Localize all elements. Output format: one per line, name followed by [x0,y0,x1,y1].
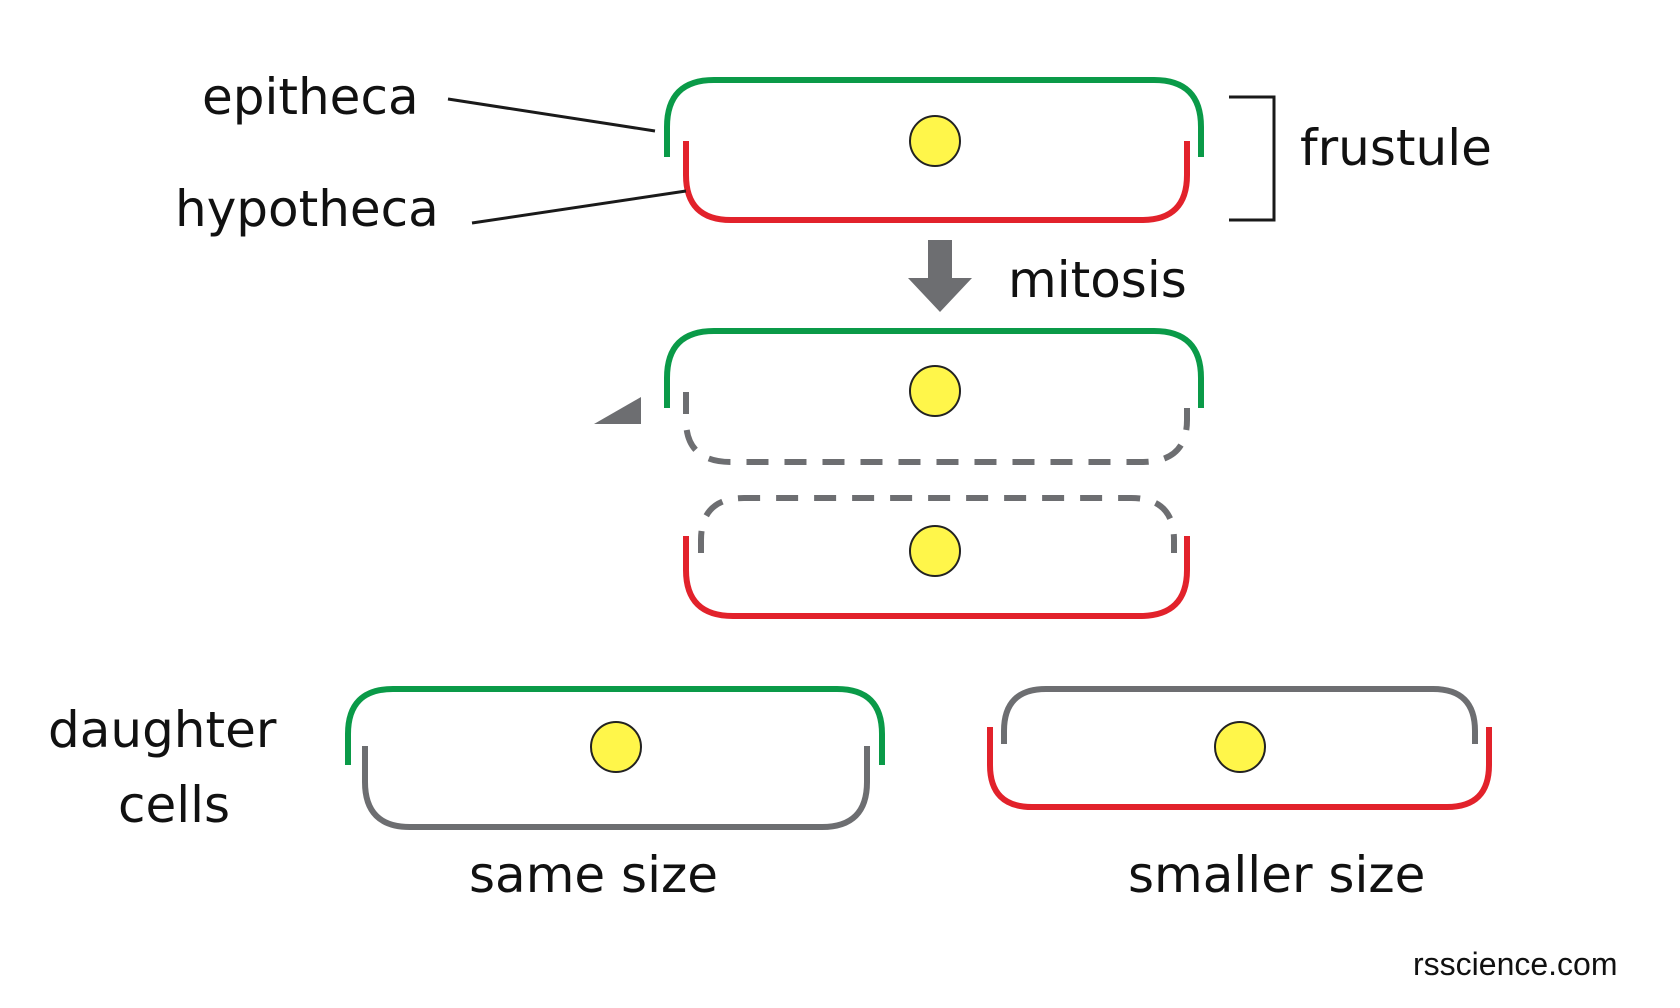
daughter-cell-smaller-size [987,686,1492,810]
dividing-cell-lower [683,495,1190,619]
same-size-nucleus [590,721,642,773]
hypotheca-leader-line [471,189,687,225]
upper-new-hypotheca-dashed [683,392,1190,465]
same-size-epitheca [345,686,885,765]
parent-nucleus [909,115,961,167]
credit-text: rsscience.com [1413,946,1618,982]
parent-epitheca [664,77,1204,157]
smaller-size-label: smaller size [1128,846,1425,904]
smaller-size-new-epitheca [1001,686,1478,744]
upper-nucleus [909,365,961,417]
frustule-bracket [1229,95,1276,222]
mitosis-arrow [908,240,972,312]
same-size-arrow [594,397,641,424]
hypotheca-label: hypotheca [175,180,439,238]
smaller-size-hypotheca [987,727,1492,810]
mitosis-label: mitosis [1008,251,1187,309]
upper-epitheca [664,328,1204,408]
same-size-label: same size [469,846,718,904]
lower-hypotheca [683,536,1190,619]
epitheca-label: epitheca [202,68,419,126]
parent-hypotheca [683,141,1190,223]
epitheca-leader-line [447,97,656,133]
smaller-size-nucleus [1214,721,1266,773]
daughter-cells-label-line2: cells [118,776,230,834]
dividing-cell-upper [664,328,1204,465]
same-size-new-hypotheca [362,746,870,830]
frustule-label: frustule [1300,119,1492,177]
daughter-cells-label-line1: daughter [48,701,277,759]
daughter-cell-same-size [345,686,885,830]
lower-new-epitheca-dashed [698,495,1177,553]
parent-cell [664,77,1204,223]
lower-nucleus [909,525,961,577]
